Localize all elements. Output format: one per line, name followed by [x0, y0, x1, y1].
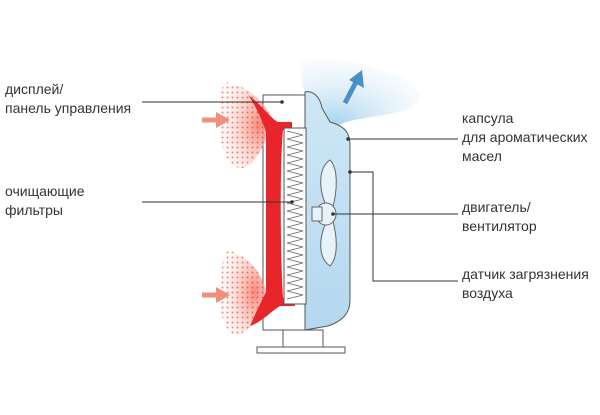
filter-stack: [283, 127, 307, 305]
outflow-arrow-icon: [342, 70, 364, 105]
top-intake-glow: [219, 82, 272, 169]
label-motor-line1: двигатель/: [462, 199, 531, 215]
label-sensor-line2: воздуха: [462, 285, 513, 301]
leader-lines: [142, 101, 458, 282]
label-capsule-line2: для ароматических: [462, 129, 588, 145]
bottom-intake-glow: [220, 250, 266, 335]
label-display-line2: панель управления: [5, 100, 131, 116]
label-filters-line2: фильтры: [5, 202, 63, 218]
label-sensor: датчик загрязнения воздуха: [462, 266, 589, 301]
arrow-right-icon: [202, 112, 230, 128]
air-outflow-plume: [300, 58, 420, 140]
label-filters: очищающие фильтры: [5, 183, 85, 218]
label-display-line1: дисплей/: [5, 81, 63, 97]
fan-icon: [311, 159, 337, 267]
red-intake-stream: [248, 95, 295, 326]
leader-dots: [280, 100, 352, 216]
label-filters-line1: очищающие: [5, 183, 85, 199]
arrow-right-icon: [202, 287, 230, 303]
label-display: дисплей/ панель управления: [5, 81, 131, 116]
label-capsule-line1: капсула: [462, 110, 514, 126]
label-capsule-line3: масел: [462, 148, 502, 164]
label-motor: двигатель/ вентилятор: [462, 199, 537, 234]
label-capsule: капсула для ароматических масел: [462, 110, 588, 164]
label-sensor-line1: датчик загрязнения: [462, 266, 589, 282]
label-motor-line2: вентилятор: [462, 218, 537, 234]
purifier-base: [256, 329, 346, 354]
